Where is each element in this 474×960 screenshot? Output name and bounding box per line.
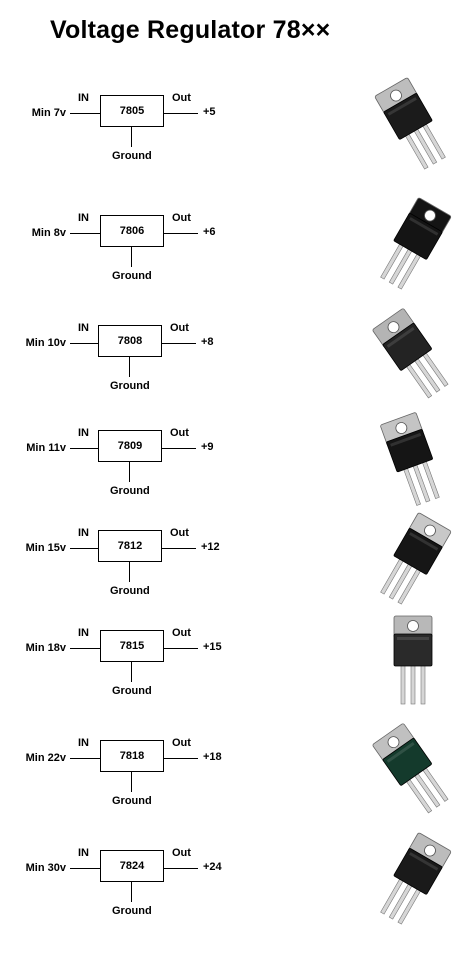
ground-wire [131,662,133,682]
input-wire [70,233,100,235]
output-voltage-label: +5 [203,106,216,118]
ground-label: Ground [110,380,150,392]
in-label: IN [78,212,89,224]
min-input-label: Min 11v [26,442,66,454]
regulator-photo [358,412,468,508]
input-wire [70,648,100,650]
regulator-box: 7818 [100,740,164,772]
regulator-photo [358,197,468,293]
regulator-box: 7815 [100,630,164,662]
ground-label: Ground [112,685,152,697]
input-wire [70,448,98,450]
in-label: IN [78,427,89,439]
output-voltage-label: +8 [201,336,214,348]
out-label: Out [170,427,189,439]
regulator-box: 7809 [98,430,162,462]
output-voltage-label: +24 [203,861,222,873]
ground-label: Ground [112,905,152,917]
min-input-label: Min 22v [25,752,66,764]
to220-package-image [380,512,452,605]
regulator-photo [358,307,468,403]
regulator-photo [358,512,468,608]
ground-wire [131,882,133,902]
regulator-photo [358,832,468,928]
output-wire [164,113,198,115]
min-input-label: Min 10v [25,337,66,349]
page-title: Voltage Regulator 78×× [50,16,331,44]
output-wire [162,548,196,550]
to220-package-image [372,308,449,399]
output-voltage-label: +15 [203,641,222,653]
output-wire [162,448,196,450]
input-wire [70,868,100,870]
output-wire [164,758,198,760]
ground-label: Ground [112,150,152,162]
out-label: Out [172,737,191,749]
output-wire [164,648,198,650]
ground-wire [129,357,131,377]
out-label: Out [170,322,189,334]
min-input-label: Min 18v [25,642,66,654]
in-label: IN [78,627,89,639]
ground-wire [129,562,131,582]
min-input-label: Min 8v [31,227,66,239]
output-voltage-label: +18 [203,751,222,763]
min-input-label: Min 7v [31,107,66,119]
min-input-label: Min 30v [25,862,66,874]
output-voltage-label: +9 [201,441,214,453]
output-wire [162,343,196,345]
output-wire [164,868,198,870]
input-wire [70,758,100,760]
out-label: Out [172,212,191,224]
regulator-photo [358,612,468,708]
to220-package-image [374,77,446,170]
ground-label: Ground [110,585,150,597]
ground-label: Ground [112,795,152,807]
to220-package-image [393,615,433,705]
in-label: IN [78,847,89,859]
regulator-box: 7806 [100,215,164,247]
input-wire [70,113,100,115]
output-voltage-label: +12 [201,541,220,553]
input-wire [70,343,98,345]
output-voltage-label: +6 [203,226,216,238]
ground-label: Ground [112,270,152,282]
out-label: Out [170,527,189,539]
regulator-box: 7805 [100,95,164,127]
out-label: Out [172,847,191,859]
ground-label: Ground [110,485,150,497]
ground-wire [131,772,133,792]
in-label: IN [78,322,89,334]
min-input-label: Min 15v [25,542,66,554]
to220-package-image [380,197,452,290]
regulator-photo [358,77,468,173]
out-label: Out [172,627,191,639]
regulator-box: 7812 [98,530,162,562]
in-label: IN [78,527,89,539]
in-label: IN [78,92,89,104]
regulator-box: 7824 [100,850,164,882]
ground-wire [131,247,133,267]
output-wire [164,233,198,235]
regulator-box: 7808 [98,325,162,357]
to220-package-image [380,832,452,925]
ground-wire [131,127,133,147]
regulator-photo [358,722,468,818]
to220-package-image [372,723,449,814]
ground-wire [129,462,131,482]
to220-package-image [380,412,440,506]
in-label: IN [78,737,89,749]
out-label: Out [172,92,191,104]
input-wire [70,548,98,550]
